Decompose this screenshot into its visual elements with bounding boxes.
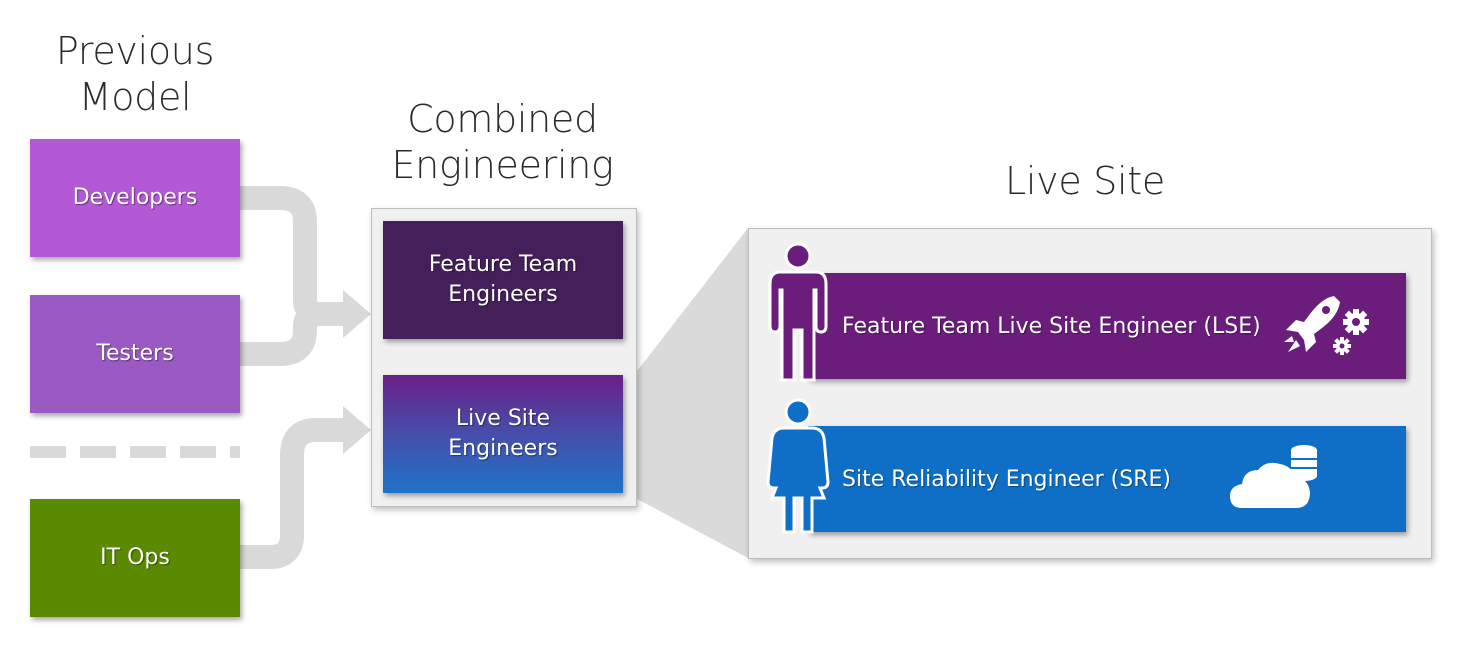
live-site-engineers-box: Live Site Engineers	[383, 375, 623, 493]
combined-engineering-title: Combined Engineering	[370, 96, 635, 188]
testers-box: Testers	[30, 295, 240, 413]
it-ops-connector	[240, 418, 345, 569]
feature-team-engineers-line1: Feature Team	[428, 252, 578, 277]
rocket-gears-icon	[1284, 296, 1369, 355]
previous-model-title: Previous Model	[40, 28, 230, 120]
developers-box: Developers	[30, 139, 240, 257]
feature-team-arrow	[343, 290, 371, 338]
it-ops-box: IT Ops	[30, 499, 240, 617]
feature-team-engineers-box: Feature Team Engineers	[383, 221, 623, 339]
sre-label: Site Reliability Engineer (SRE)	[842, 466, 1172, 492]
live-site-engineers-line1: Live Site	[455, 406, 551, 431]
lse-bar: Feature Team Live Site Engineer (LSE)	[808, 273, 1406, 379]
previous-model-title-line2: Model	[78, 75, 192, 119]
live-site-title: Live Site	[1005, 159, 1165, 203]
it-ops-label: IT Ops	[100, 545, 170, 570]
previous-model-title-line1: Previous	[55, 29, 215, 73]
zoom-wedge	[624, 228, 748, 558]
feature-team-engineers-line2: Engineers	[448, 282, 558, 307]
developers-label: Developers	[72, 185, 198, 210]
combined-engineering-title-line2: Engineering	[391, 143, 614, 187]
developers-connector	[240, 186, 345, 326]
testers-connector	[240, 302, 345, 366]
testers-label: Testers	[96, 341, 174, 366]
live-site-engineers-line2: Engineers	[448, 436, 558, 461]
live-site-arrow	[343, 406, 371, 454]
man-icon	[768, 242, 828, 382]
combined-engineering-title-line1: Combined	[407, 97, 598, 141]
woman-icon	[766, 398, 830, 534]
lse-label: Feature Team Live Site Engineer (LSE)	[842, 313, 1261, 339]
cloud-database-icon	[1230, 445, 1317, 508]
